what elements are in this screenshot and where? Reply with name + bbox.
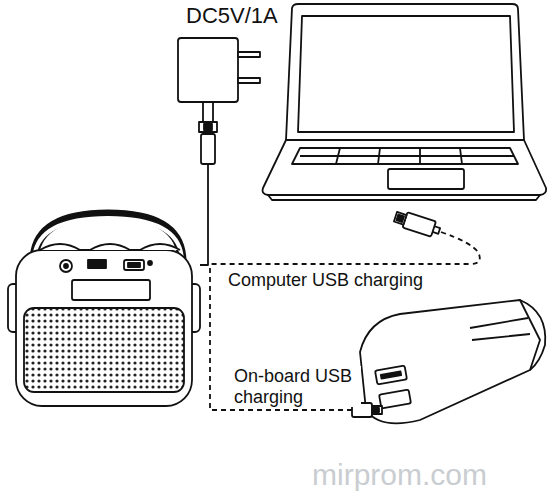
laptop-usb-plug <box>433 226 441 234</box>
laptop <box>263 4 547 200</box>
adapter-cable <box>200 164 208 265</box>
laptop-usb-plug <box>393 209 442 238</box>
laptop <box>300 148 514 164</box>
car-charger <box>379 390 411 409</box>
power-adapter <box>199 122 217 132</box>
speaker <box>72 280 150 300</box>
laptop <box>263 140 547 195</box>
car-charger <box>381 371 401 378</box>
speaker <box>40 244 180 250</box>
speaker <box>8 214 200 406</box>
speaker <box>148 261 152 265</box>
power-adapter <box>203 102 213 122</box>
adapter-cable <box>200 164 208 265</box>
speaker <box>64 264 68 268</box>
speaker <box>128 263 140 267</box>
car-usb-plug <box>372 406 382 414</box>
connection-label: Computer USB charging <box>226 270 425 291</box>
power-adapter <box>201 134 215 164</box>
speaker <box>124 260 144 270</box>
laptop-usb-plug <box>403 212 436 236</box>
voltage-rating: DC5V/1A <box>186 3 278 28</box>
speaker <box>60 260 72 272</box>
speaker <box>24 308 184 392</box>
laptop-usb-plug <box>394 212 407 225</box>
computer-cable <box>210 232 480 264</box>
laptop <box>292 148 518 164</box>
laptop-usb-plug <box>396 214 404 222</box>
illustration <box>8 4 546 423</box>
laptop <box>286 4 524 140</box>
watermark: mirprom.com <box>312 458 487 493</box>
car-usb-plug <box>373 408 379 412</box>
power-adapter <box>178 38 260 164</box>
laptop <box>388 169 464 189</box>
speaker <box>88 260 106 268</box>
laptop-usb-plug <box>393 209 442 238</box>
car-charger <box>375 366 407 385</box>
laptop <box>268 195 540 200</box>
laptop <box>298 16 514 132</box>
car-charger <box>360 300 540 423</box>
power-adapter <box>178 38 238 102</box>
power-adapter <box>238 52 260 57</box>
speaker <box>16 250 192 406</box>
car-charger <box>360 300 545 423</box>
car-charger <box>470 318 530 340</box>
connection-label: On-board USB charging <box>232 366 361 407</box>
power-adapter <box>238 78 260 83</box>
computer-cable <box>210 232 480 264</box>
power-adapter <box>204 124 212 130</box>
